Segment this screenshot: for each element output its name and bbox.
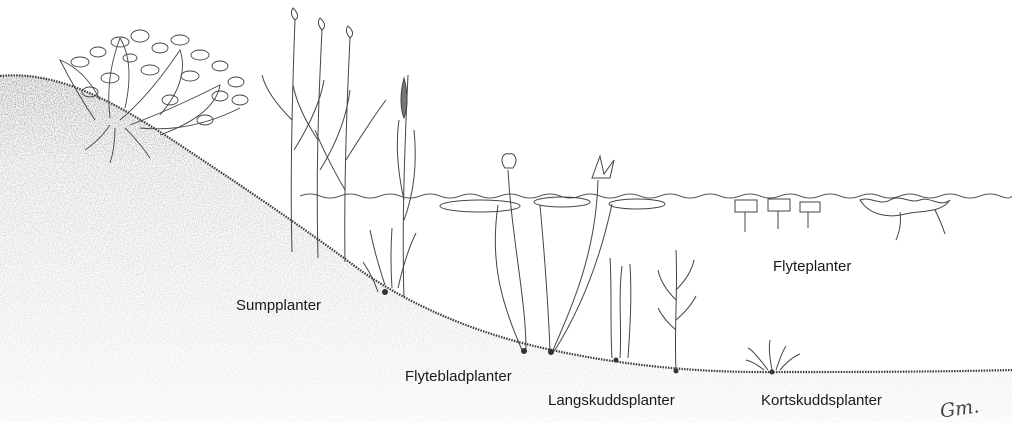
label-flyteplanter: Flyteplanter	[773, 258, 851, 275]
long-shoot-plants	[610, 250, 696, 370]
water-surface	[300, 194, 1012, 198]
short-shoot-plants	[746, 340, 800, 370]
label-langskuddsplanter: Langskuddsplanter	[548, 392, 675, 409]
free-floating-plants	[735, 198, 950, 240]
floating-leaf-plants	[440, 154, 665, 350]
label-sumpplanter: Sumpplanter	[236, 297, 321, 314]
label-kortskuddsplanter: Kortskuddsplanter	[761, 392, 882, 409]
label-flytebladplanter: Flytebladplanter	[405, 368, 512, 385]
